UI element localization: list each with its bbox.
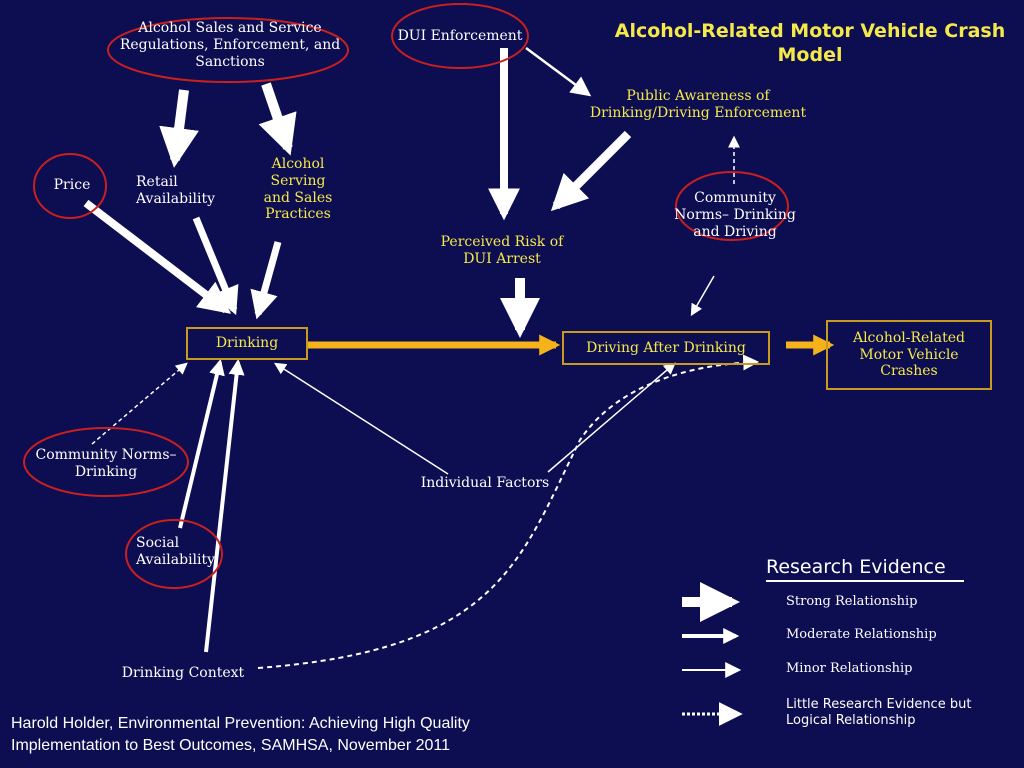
node-alcohol-serving: Alcohol Serving and Sales Practices [263, 156, 333, 223]
arrow-normsdrinking-to-drinking [91, 362, 188, 445]
node-dui-enforcement: DUI Enforcement [397, 28, 523, 44]
arrow-retail-to-drinking [192, 216, 239, 316]
node-social-availability: Social Availability [136, 535, 216, 568]
legend-dashed-label: Little Research Evidence but Logical Rel… [786, 697, 972, 729]
highlight-circle-community-norms-driving [675, 171, 789, 241]
citation-line-2: Implementation to Best Outcomes, SAMHSA,… [11, 736, 451, 754]
node-drinking: Drinking [186, 327, 308, 360]
legend-minor-label: Minor Relationship [786, 661, 913, 676]
highlight-circle-dui-enforcement [391, 3, 529, 69]
node-retail-availability: Retail Availability [136, 174, 216, 207]
highlight-circle-alcohol-sales [107, 17, 349, 83]
legend-title: Research Evidence [766, 556, 946, 578]
highlight-circle-price [33, 153, 107, 219]
node-crashes: Alcohol-Related Motor Vehicle Crashes [826, 320, 992, 390]
arrow-price-to-drinking [83, 199, 232, 314]
diagram-title: Alcohol-Related Motor Vehicle Crash Mode… [614, 20, 1006, 66]
arrow-sales-to-serving [258, 82, 297, 156]
legend-strong-label: Strong Relationship [786, 594, 918, 609]
node-drinking-context: Drinking Context [121, 665, 245, 681]
arrow-context-to-drinking [204, 358, 245, 653]
node-public-awareness: Public Awareness of Drinking/Driving Enf… [589, 88, 807, 121]
node-community-norms-driving: Community Norms– Drinking and Driving [674, 190, 796, 240]
node-price: Price [53, 177, 91, 193]
arrow-individual-to-drinking [273, 362, 449, 475]
arrow-serving-to-drinking [250, 241, 282, 320]
highlight-circle-community-norms-drinking [23, 427, 189, 497]
arrow-social-to-drinking [178, 358, 225, 529]
arrow-awareness-to-risk [550, 130, 632, 212]
arrow-dui-to-awareness [525, 46, 592, 97]
legend-moderate-label: Moderate Relationship [786, 627, 937, 642]
node-driving-after-drinking: Driving After Drinking [562, 331, 770, 365]
node-alcohol-sales: Alcohol Sales and Service Regulations, E… [119, 20, 341, 70]
node-perceived-risk: Perceived Risk of DUI Arrest [440, 234, 564, 267]
citation-line-1: Harold Holder, Environmental Prevention:… [11, 715, 470, 732]
arrow-sales-to-retail [159, 89, 199, 168]
legend-underline [766, 580, 964, 582]
node-individual-factors: Individual Factors [420, 475, 550, 491]
citation: Harold Holder, Environmental Prevention:… [11, 713, 470, 756]
arrow-norms-to-driving [690, 275, 715, 317]
node-community-norms-drinking: Community Norms– Drinking [35, 447, 177, 480]
arrow-context-to-driving [257, 354, 760, 669]
arrow-individual-to-driving [547, 362, 676, 473]
highlight-circle-social-availability [125, 519, 223, 589]
